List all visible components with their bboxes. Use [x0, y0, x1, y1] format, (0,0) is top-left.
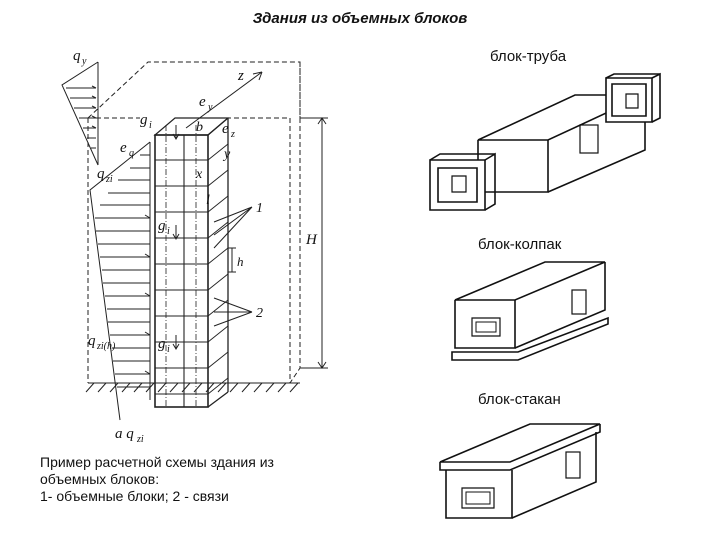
h-dimension [228, 247, 236, 273]
label-gi-top-sub: i [149, 120, 152, 131]
block-stack [153, 117, 230, 408]
label-h: h [237, 254, 244, 269]
label-aqzi: a q [115, 426, 134, 442]
label-ez-sub: z [230, 129, 235, 140]
label-qzi-sub: zi [105, 174, 113, 185]
label-gi-top: g [140, 112, 148, 128]
label-aqzi-sub: zi [136, 434, 144, 445]
page-title: Здания из объемных блоков [252, 10, 468, 27]
block-cap-label: блок-колпак [478, 236, 562, 253]
block-cup-label: блок-стакан [478, 391, 561, 408]
label-two: 2 [256, 306, 263, 321]
label-qzi: q [97, 166, 105, 182]
block-cap-drawing [451, 261, 609, 361]
label-b: b [196, 120, 203, 135]
label-gi-low-sub: i [167, 344, 170, 355]
label-H: H [305, 232, 318, 248]
qz-load-diagram [89, 141, 151, 421]
qy-load-diagram [61, 61, 99, 166]
label-y: y [222, 147, 231, 162]
label-gi-mid-sub: i [167, 226, 170, 237]
block-cup-drawing [439, 423, 601, 519]
label-ez: e [222, 121, 229, 137]
label-l: l [206, 193, 210, 208]
label-x: x [195, 167, 203, 182]
label-one: 1 [256, 201, 263, 216]
label-qzi-h-sub: zi(h) [96, 341, 116, 352]
gi-arrows [172, 125, 180, 350]
z-axis [185, 71, 263, 129]
label-qzi-h: q [88, 333, 96, 349]
label-ey-sub: y [207, 102, 213, 113]
caption-line-3: 1- объемные блоки; 2 - связи [40, 488, 229, 504]
H-dimension [300, 117, 328, 369]
caption-line-1: Пример расчетной схемы здания из [40, 454, 274, 470]
label-z: z [237, 68, 244, 84]
label-gi-low: g [158, 336, 166, 352]
caption-line-2: объемных блоков: [40, 471, 160, 487]
block-pipe-label: блок-труба [490, 48, 567, 65]
label-ey: e [199, 94, 206, 110]
label-qy: q [73, 48, 81, 64]
label-eq: e [120, 140, 127, 156]
label-eq-sub: q [129, 148, 134, 159]
label-gi-mid: g [158, 218, 166, 234]
figure-caption: Пример расчетной схемы здания из объемны… [40, 454, 320, 505]
label-qy-sub: y [81, 56, 87, 67]
leader-lines [213, 206, 253, 327]
block-pipe-drawing [429, 72, 661, 211]
